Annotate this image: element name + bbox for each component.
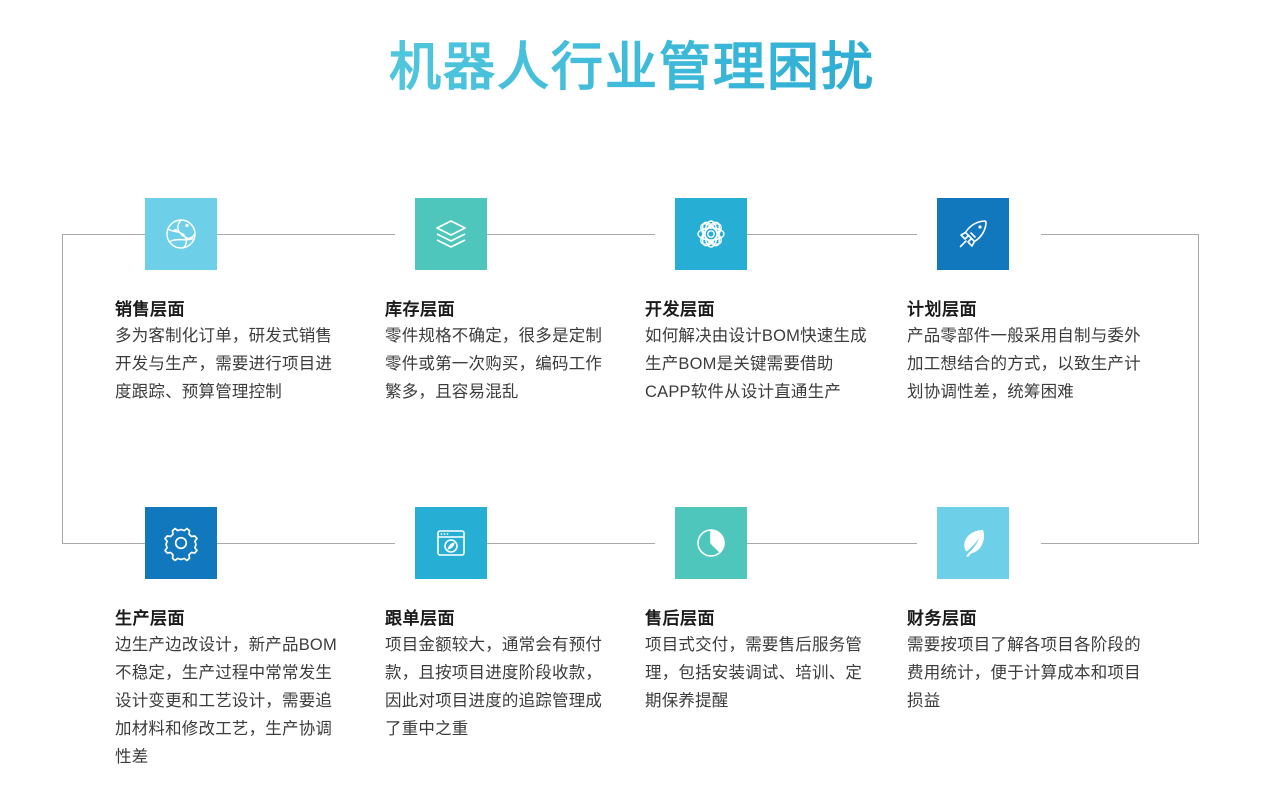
card-title: 生产层面: [115, 609, 185, 628]
card-title: 财务层面: [907, 609, 977, 628]
connector-line: [747, 543, 917, 544]
card-title: 跟单层面: [385, 609, 455, 628]
connector-line: [217, 543, 395, 544]
frame-top-left-connector: [62, 234, 145, 235]
card-title: 售后层面: [645, 609, 715, 628]
connector-line: [217, 234, 395, 235]
rocket-icon: [937, 198, 1009, 270]
layers-stack-icon: [415, 198, 487, 270]
card-title: 计划层面: [907, 300, 977, 319]
browser-window-leaf-icon: [415, 507, 487, 579]
connector-line: [487, 543, 655, 544]
atom-icon: [675, 198, 747, 270]
card-title: 开发层面: [645, 300, 715, 319]
frame-left-vertical-line: [62, 234, 63, 544]
pie-chart-icon: [675, 507, 747, 579]
connector-line: [487, 234, 655, 235]
card-body: 产品零部件一般采用自制与委外加工想结合的方式，以致生产计划协调性差，统筹困难: [907, 327, 1141, 401]
card-body: 需要按项目了解各项目各阶段的费用统计，便于计算成本和项目损益: [907, 636, 1141, 710]
card-body: 多为客制化订单，研发式销售开发与生产，需要进行项目进度跟踪、预算管理控制: [115, 327, 333, 401]
card-body: 边生产边改设计，新产品BOM不稳定，生产过程中常常发生设计变更和工艺设计，需要追…: [115, 636, 337, 766]
card-body: 零件规格不确定，很多是定制零件或第一次购买，编码工作繁多，且容易混乱: [385, 327, 603, 401]
frame-bottom-left-connector: [62, 543, 145, 544]
connector-line: [747, 234, 917, 235]
feather-icon: [937, 507, 1009, 579]
gear-icon: [145, 507, 217, 579]
card-body: 如何解决由设计BOM快速生成生产BOM是关键需要借助CAPP软件从设计直通生产: [645, 327, 867, 401]
card-body: 项目式交付，需要售后服务管理，包括安装调试、培训、定期保养提醒: [645, 636, 863, 710]
page-title: 机器人行业管理困扰: [0, 36, 1264, 101]
card-title: 库存层面: [385, 300, 455, 319]
card-body: 项目金额较大，通常会有预付款，且按项目进度阶段收款，因此对项目进度的追踪管理成了…: [385, 636, 603, 738]
frame-right-vertical-line: [1198, 234, 1199, 544]
globe-network-icon: [145, 198, 217, 270]
frame-bottom-right-connector: [1041, 543, 1199, 544]
card-title: 销售层面: [115, 300, 185, 319]
frame-top-right-connector: [1041, 234, 1199, 235]
